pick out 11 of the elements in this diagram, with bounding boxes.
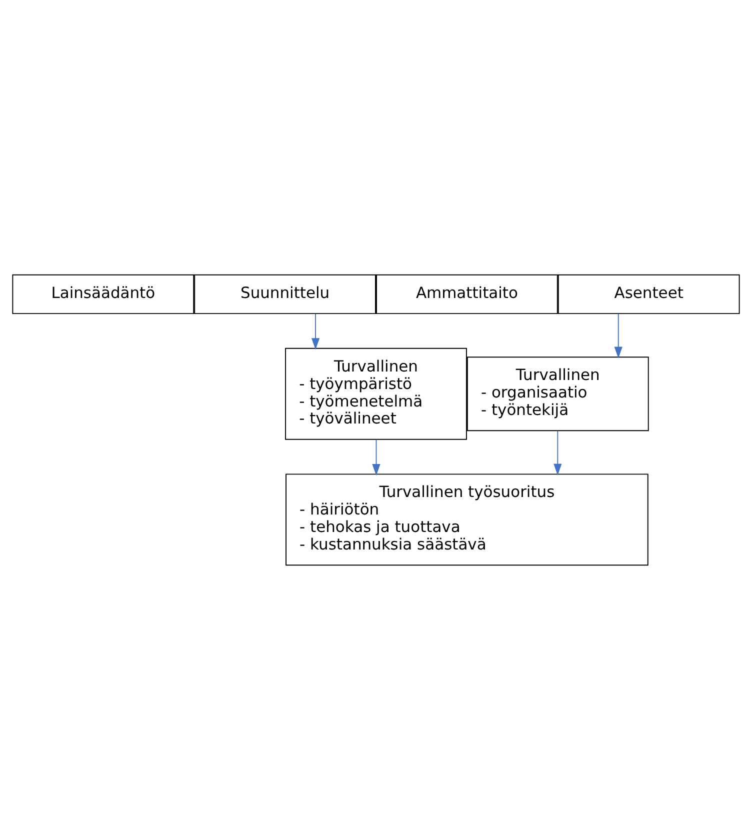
node-box: Turvallinen - organisaatio - työntekijä — [466, 356, 649, 432]
arrow — [311, 313, 320, 350]
arrow — [372, 439, 380, 476]
node-box: Turvallinen työsuoritus - häiriötön - tehokas ja tuottava - kustannuksia säästävä — [286, 474, 648, 566]
arrow — [614, 313, 622, 358]
node-box: Suunnittelu — [194, 274, 376, 314]
arrow — [554, 430, 562, 476]
node-box: Turvallinen - työympäristö - työmenetelmä - työvälineet — [285, 348, 467, 440]
node-box: Asenteet — [558, 274, 740, 314]
node-box: Ammattitaito — [376, 274, 558, 314]
node-box: Lainsäädäntö — [12, 274, 194, 314]
